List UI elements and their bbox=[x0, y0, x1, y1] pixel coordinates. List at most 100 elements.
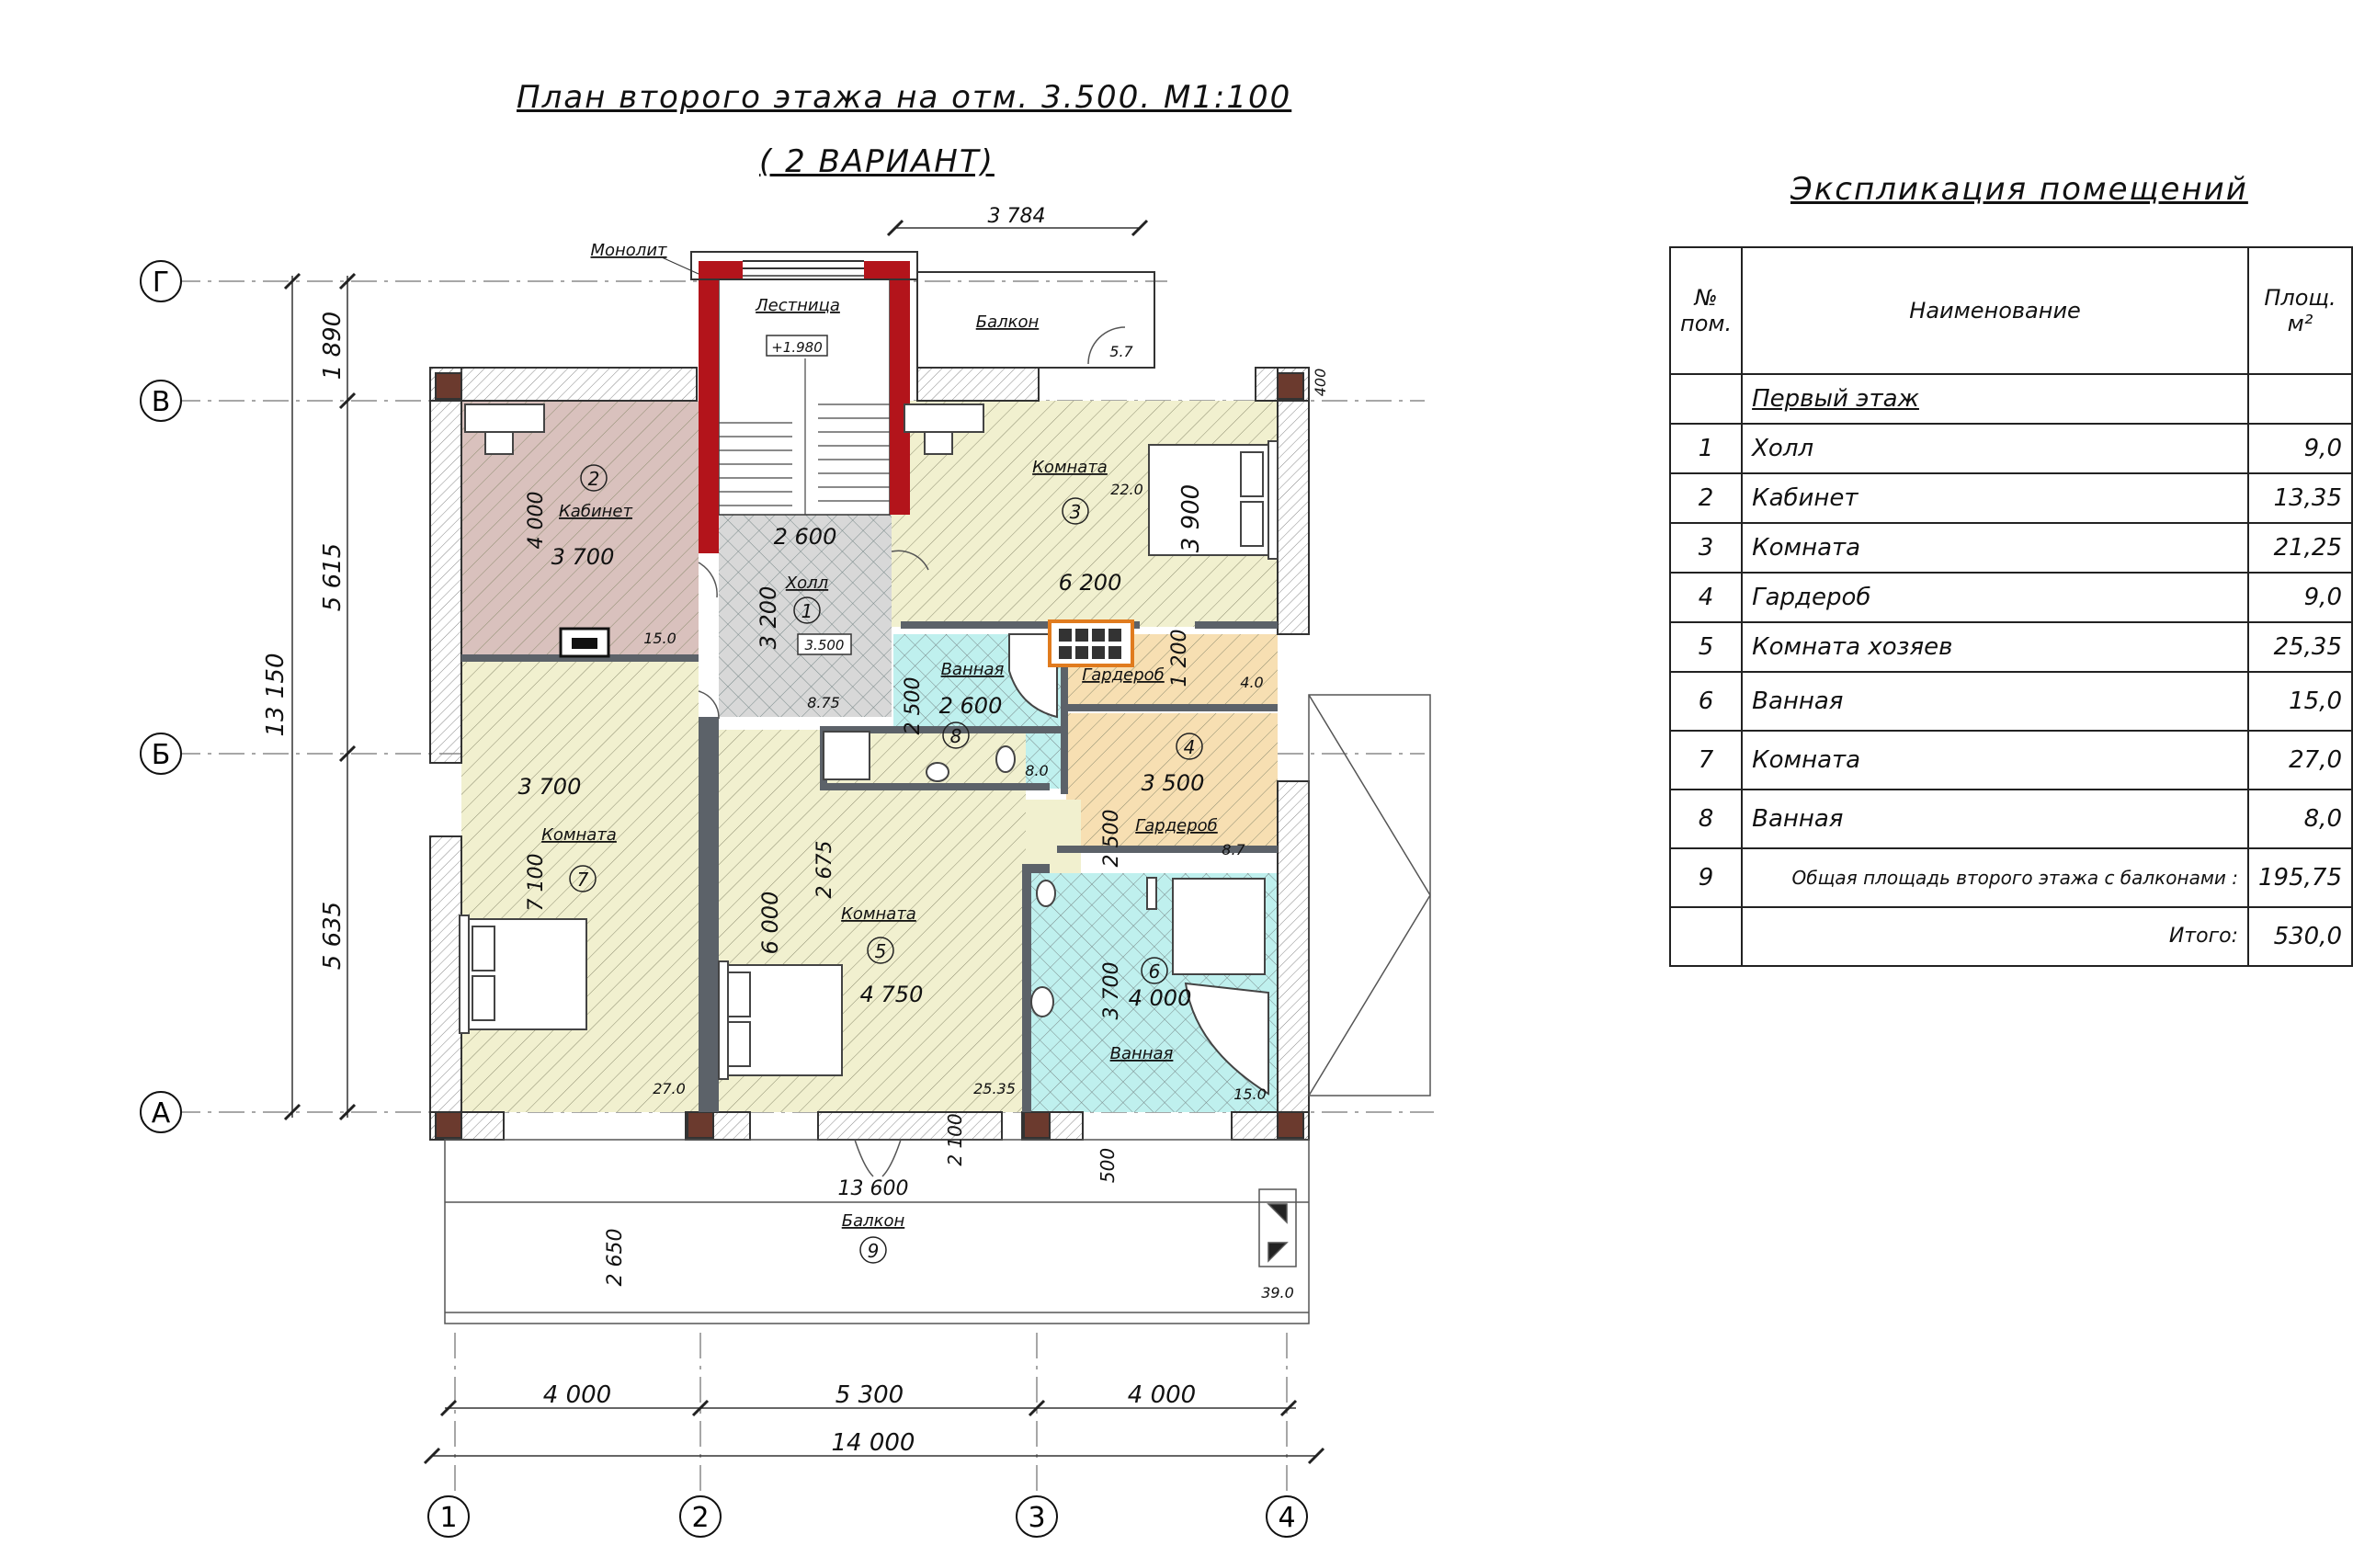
room-dim: 6 200 bbox=[1059, 570, 1122, 596]
room-3-komnata: Комната 3 22.0 6 200 3 900 bbox=[1032, 458, 1205, 596]
itogo-label: Итого: bbox=[1741, 906, 2250, 967]
room-name: Холл bbox=[785, 574, 828, 593]
dim-door-offset: 2 100 bbox=[944, 1113, 966, 1165]
dim-top-balcony: 3 784 bbox=[988, 205, 1046, 228]
axis-label: 2 bbox=[691, 1502, 709, 1534]
room-area: 8.75 bbox=[807, 694, 840, 711]
dim-left-1: 1 890 bbox=[319, 312, 347, 380]
room-name: Ванная bbox=[941, 660, 1005, 679]
table-row: 5 Комната хозяев 25,35 bbox=[1668, 621, 2353, 673]
itogo-area: 530,0 bbox=[2247, 906, 2353, 967]
axis-marker-col-3: 3 bbox=[1016, 1495, 1058, 1538]
top-balcony-label: Балкон bbox=[976, 312, 1040, 332]
bath-fixtures bbox=[823, 633, 1269, 1096]
table-row: 7 Комната 27,0 bbox=[1668, 730, 2353, 790]
room-number: 9 bbox=[868, 1240, 880, 1262]
bed-room-5 bbox=[718, 960, 843, 1080]
room-dim: 3 500 bbox=[1142, 770, 1205, 796]
axis-label: В bbox=[152, 386, 171, 418]
axis-marker-col-2: 2 bbox=[679, 1495, 722, 1538]
dim-offset-400: 400 bbox=[1312, 369, 1329, 397]
axis-label: 3 bbox=[1028, 1502, 1045, 1534]
room-small-wardrobe: Гардероб 4.0 1 200 bbox=[1082, 630, 1264, 691]
table-row: 4 Гардероб 9,0 bbox=[1668, 572, 2353, 623]
room-2-cabinet: 2 Кабинет 15.0 3 700 4 000 bbox=[525, 464, 676, 647]
room-dim: 3 700 bbox=[551, 544, 615, 570]
dim-bottom-1: 4 000 bbox=[543, 1381, 611, 1409]
dim-balcony-width: 13 600 bbox=[838, 1177, 909, 1200]
bottom-balcony-label: Балкон bbox=[842, 1211, 905, 1231]
doors bbox=[698, 550, 929, 1177]
axis-marker-col-1: 1 bbox=[427, 1495, 470, 1538]
interior-walls bbox=[461, 621, 1278, 1112]
table-row: 8 Ванная 8,0 bbox=[1668, 789, 2353, 849]
axis-label: 1 bbox=[439, 1502, 457, 1534]
bed-room-7 bbox=[459, 915, 587, 1034]
stairs-label: Лестница bbox=[755, 296, 840, 315]
plan-subtitle: ( 2 ВАРИАНТ) bbox=[759, 143, 995, 180]
axis-marker-row-b: Б bbox=[140, 733, 182, 775]
explication-title: Экспликация помещений bbox=[1790, 171, 2248, 208]
annotations: Монолит 3.500 Балкон 39.0 bbox=[590, 241, 1293, 1301]
room-dim: 3 200 bbox=[756, 586, 781, 650]
axis-label: 4 bbox=[1278, 1502, 1295, 1534]
dim-bottom-total: 14 000 bbox=[832, 1429, 915, 1457]
room-name: Гардероб bbox=[1135, 816, 1218, 835]
right-canopy bbox=[1308, 694, 1431, 1096]
axis-label: Б bbox=[152, 739, 171, 771]
room-number: 2 bbox=[588, 468, 600, 490]
stair-shaft-outline bbox=[690, 251, 918, 280]
table-row: 2 Кабинет 13,35 bbox=[1668, 472, 2353, 524]
room-area: 15.0 bbox=[643, 630, 676, 647]
room-dim: 7 100 bbox=[525, 854, 548, 912]
room-dim: 3 700 bbox=[1100, 962, 1123, 1020]
room-area: 4.0 bbox=[1240, 674, 1263, 691]
dim-left-total: 13 150 bbox=[262, 653, 290, 737]
fireplace bbox=[559, 627, 610, 658]
ventilation-block bbox=[1048, 619, 1134, 667]
room-5-komnata: Комната 5 25.35 4 750 6 000 2 675 bbox=[757, 841, 1016, 1097]
axis-marker-row-v: В bbox=[140, 380, 182, 422]
bottom-balcony-area: 39.0 bbox=[1261, 1284, 1294, 1301]
hall-level: 3.500 bbox=[805, 637, 845, 653]
table-section-row: Первый этаж bbox=[1668, 373, 2353, 425]
total-label: Общая площадь второго этажа с балконами … bbox=[1741, 847, 2250, 908]
axis-marker-row-a: А bbox=[140, 1091, 182, 1133]
room-name: Комната bbox=[841, 904, 916, 924]
axis-marker-col-4: 4 bbox=[1266, 1495, 1308, 1538]
room-area: 8.7 bbox=[1222, 841, 1245, 858]
room-dim: 4 000 bbox=[1129, 985, 1192, 1011]
header-num: № пом. bbox=[1668, 246, 1744, 375]
bottom-balcony bbox=[444, 1139, 1310, 1324]
plan-title: План второго этажа на отм. 3.500. М1:100 bbox=[517, 79, 1292, 116]
desks bbox=[464, 403, 984, 455]
axis-label: Г bbox=[153, 267, 169, 299]
room-name: Гардероб bbox=[1082, 665, 1165, 685]
monolith-walls bbox=[699, 261, 910, 553]
header-area: Площ. м² bbox=[2247, 246, 2353, 375]
room-dim: 1 200 bbox=[1168, 630, 1191, 687]
room-8-bath: Ванная 8 8.0 2 600 2 500 bbox=[902, 660, 1049, 779]
room-dim: 3 700 bbox=[518, 774, 582, 800]
room-number: 8 bbox=[950, 725, 962, 747]
table-row: 6 Ванная 15,0 bbox=[1668, 671, 2353, 732]
room-area: 27.0 bbox=[653, 1080, 686, 1097]
room-area: 22.0 bbox=[1110, 481, 1143, 498]
dim-balcony-depth: 2 650 bbox=[604, 1229, 627, 1287]
top-balcony: Балкон 5.7 bbox=[916, 271, 1155, 369]
room-1-hall: Холл 1 8.75 2 600 3 200 bbox=[756, 524, 840, 711]
top-balcony-area: 5.7 bbox=[1109, 343, 1133, 360]
table-itogo-row: Итого: 530,0 bbox=[1668, 906, 2353, 967]
room-7-komnata: Комната 7 27.0 3 700 7 100 bbox=[518, 774, 686, 1097]
room-number: 1 bbox=[801, 600, 813, 622]
dimension-texts: 1 890 5 615 5 635 13 150 4 000 5 300 4 0… bbox=[262, 205, 1329, 1457]
header-name: Наименование bbox=[1741, 246, 2250, 375]
total-area: 195,75 bbox=[2247, 847, 2353, 908]
room-dim: 2 675 bbox=[813, 841, 836, 899]
dimension-ticks bbox=[283, 219, 1325, 1465]
dim-left-2: 5 615 bbox=[319, 543, 347, 611]
room-name: Комната bbox=[541, 825, 617, 845]
room-number: 6 bbox=[1149, 960, 1161, 983]
room-9-balcony: 9 bbox=[859, 1236, 887, 1264]
